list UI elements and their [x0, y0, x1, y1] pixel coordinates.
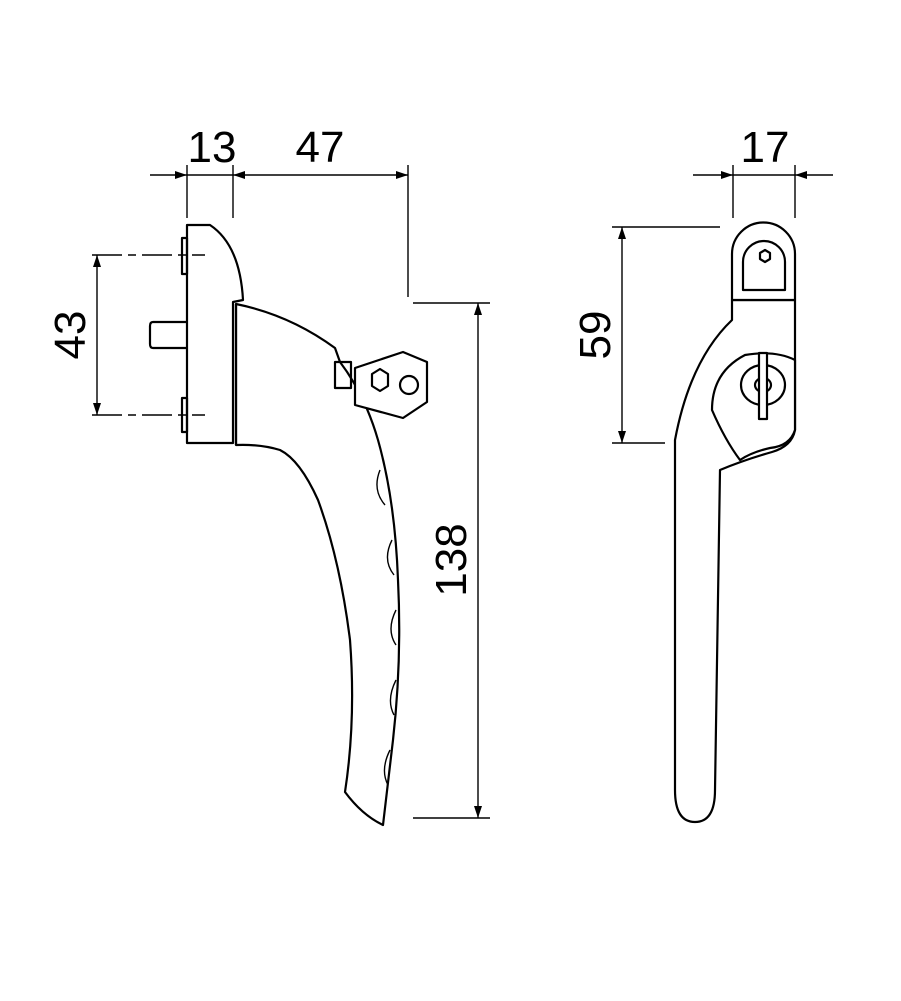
lock-cylinder-housing [710, 352, 797, 462]
dim-label-47: 47 [296, 123, 345, 172]
hex-screw-icon [758, 248, 772, 264]
key-bow [353, 350, 429, 420]
spindle [148, 320, 187, 350]
side-lever-inset [741, 239, 787, 292]
key [333, 350, 429, 420]
dim-label-59: 59 [571, 311, 620, 360]
dim-label-17: 17 [741, 123, 790, 172]
side-view [673, 221, 797, 824]
dim-label-138: 138 [427, 523, 476, 596]
screw-head-top [180, 236, 189, 276]
key-neck [333, 360, 353, 390]
dimension-lines [93, 165, 833, 819]
grip-ridges [376, 469, 397, 786]
front-view [92, 223, 429, 827]
rose-plate [185, 223, 245, 445]
key-hole [398, 374, 420, 396]
dim-label-43: 43 [46, 311, 95, 360]
hex-icon [370, 367, 390, 393]
lock-key-slot [757, 351, 769, 421]
dim-label-13: 13 [188, 123, 237, 172]
